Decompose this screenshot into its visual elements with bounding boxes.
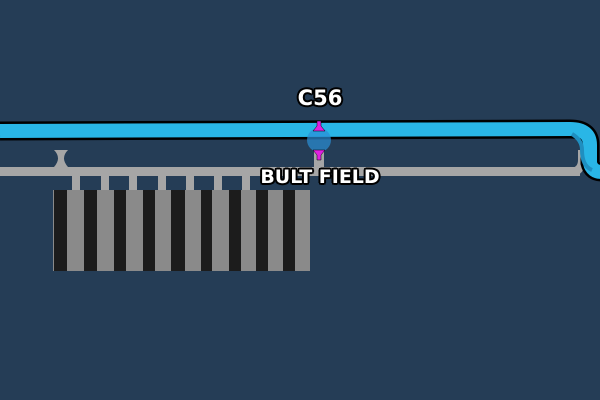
hangar-stripe	[143, 190, 155, 271]
airport-ident-label: C56	[297, 86, 343, 110]
hangar-stripe	[84, 190, 97, 271]
taxiway-stub	[214, 174, 222, 191]
hangar-stripe	[229, 190, 241, 271]
hangar-stripe	[201, 190, 212, 271]
hangar-stripe	[283, 190, 295, 271]
taxiway-stub	[72, 174, 80, 191]
taxiway-stub	[101, 174, 109, 191]
airport-marker-icon[interactable]	[307, 120, 331, 161]
taxiway-stub	[242, 174, 250, 191]
taxiway-stub	[158, 174, 166, 191]
hangar-stripe	[171, 190, 185, 271]
hangar-stripe	[114, 190, 126, 271]
hangar-stripe	[54, 190, 67, 271]
runway	[0, 119, 600, 182]
hangar-rows	[53, 190, 310, 271]
taxiway-stub	[186, 174, 194, 191]
hangar-stripe	[256, 190, 268, 271]
taxiway-stub	[129, 174, 137, 191]
airport-name-label: BULT FIELD	[260, 166, 380, 188]
